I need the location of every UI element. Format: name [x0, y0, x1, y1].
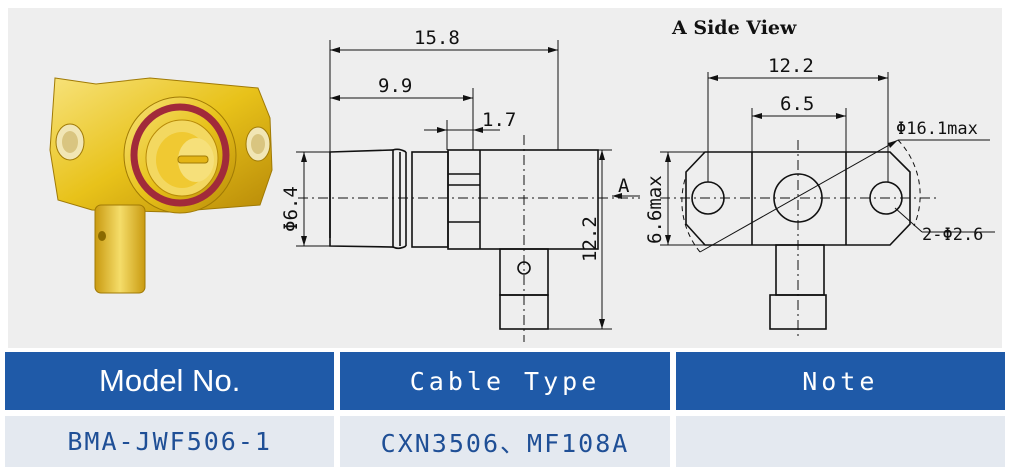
dim-hole: 2-Φ2.6	[922, 225, 983, 245]
header-cable-type: Cable Type	[340, 352, 670, 410]
dim-flange-height: 6.6max	[644, 175, 666, 244]
cell-model-no: BMA-JWF506-1	[5, 416, 335, 467]
side-view-title: A Side View	[671, 17, 797, 39]
view-marker: A	[618, 175, 630, 197]
dim-max-diameter: Φ16.1max	[896, 119, 978, 139]
dim-overall-length: 15.8	[414, 27, 460, 49]
cell-note	[675, 416, 1005, 467]
table-row: BMA-JWF506-1 CXN3506、MF108A	[5, 416, 1005, 467]
technical-drawing: 15.8 9.9 1.7 Φ6.4 12.2 A A Side View 12.…	[49, 17, 995, 342]
dim-center-width: 6.5	[780, 93, 814, 115]
dim-diameter: Φ6.4	[280, 186, 302, 232]
dim-flange-width: 12.2	[768, 55, 814, 77]
cell-cable-type: CXN3506、MF108A	[340, 416, 670, 467]
spec-table: Model No. Cable Type Note BMA-JWF506-1 C…	[5, 352, 1005, 473]
front-view-drawing	[329, 148, 599, 330]
table-header-row: Model No. Cable Type Note	[5, 352, 1005, 410]
dim-height: 12.2	[579, 216, 601, 262]
side-view-drawing	[685, 151, 911, 330]
connector-photo	[49, 77, 273, 294]
dim-step: 1.7	[482, 109, 516, 131]
drawing-panel: 15.8 9.9 1.7 Φ6.4 12.2 A A Side View 12.…	[8, 8, 1002, 348]
dim-body-length: 9.9	[378, 75, 412, 97]
header-model-no: Model No.	[5, 352, 335, 410]
header-note: Note	[675, 352, 1005, 410]
